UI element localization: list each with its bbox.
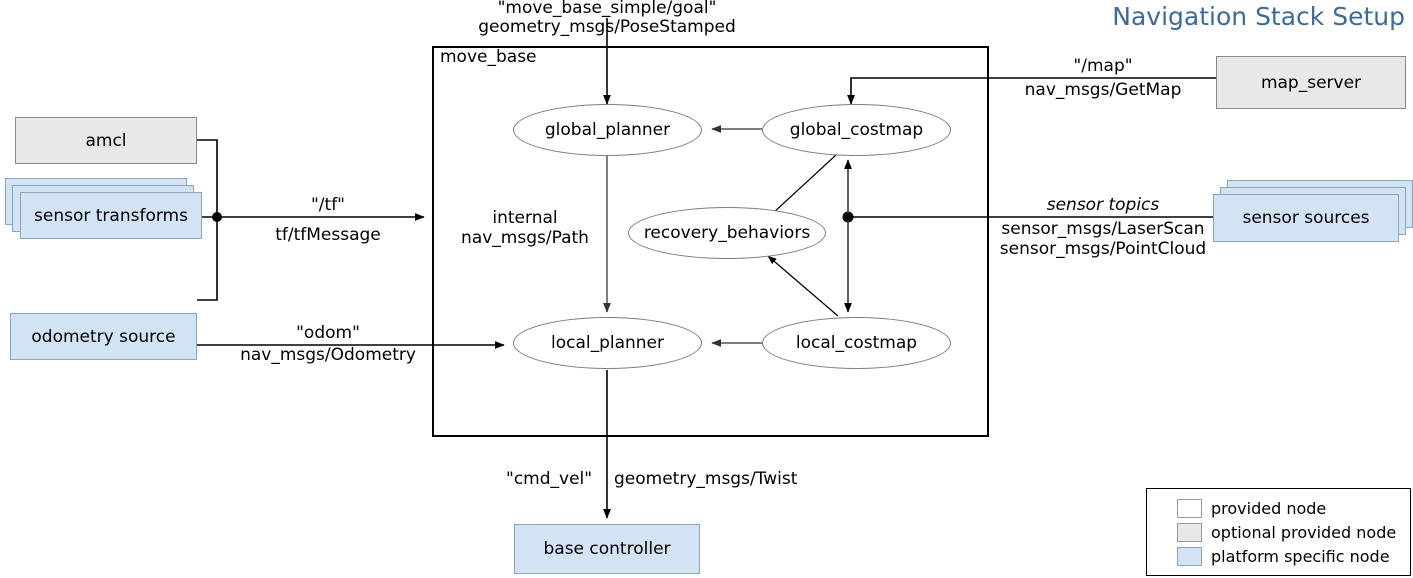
edge-label-odom-topic: "odom" — [296, 323, 360, 343]
edge-label-sensor-type1: sensor_msgs/LaserScan — [1001, 219, 1205, 239]
move-base-container — [432, 46, 989, 437]
node-recovery-behaviors[interactable]: recovery_behaviors — [628, 207, 826, 259]
legend-item-platform: platform specific node — [1177, 547, 1390, 566]
node-global-planner[interactable]: global_planner — [513, 104, 702, 156]
edge-label-internal-type: nav_msgs/Path — [461, 228, 589, 248]
legend-label-optional: optional provided node — [1211, 523, 1397, 542]
edge-label-map-topic: "/map" — [1073, 56, 1133, 76]
legend: provided node optional provided node pla… — [1146, 488, 1411, 576]
node-sensor-transforms[interactable]: sensor transforms — [5, 178, 205, 253]
edge-label-goal-topic: "move_base_simple/goal" — [497, 0, 717, 18]
node-odometry-source[interactable]: odometry source — [10, 313, 197, 360]
legend-swatch-optional — [1177, 523, 1202, 542]
edge-label-sensor-type2: sensor_msgs/PointCloud — [999, 239, 1207, 259]
node-map-server-label: map_server — [1260, 72, 1362, 93]
page-title: Navigation Stack Setup — [1112, 2, 1405, 31]
legend-swatch-provided — [1177, 499, 1202, 518]
stack-card-front: sensor sources — [1213, 194, 1399, 242]
edge-label-internal-topic: internal — [492, 208, 558, 228]
node-map-server[interactable]: map_server — [1216, 56, 1406, 109]
node-sensor-sources-label: sensor sources — [1242, 208, 1370, 228]
edge-label-tf-type: tf/tfMessage — [275, 225, 381, 245]
node-base-controller[interactable]: base controller — [514, 524, 700, 574]
node-base-controller-label: base controller — [543, 539, 671, 559]
node-odometry-source-label: odometry source — [31, 326, 176, 347]
node-local-costmap-label: local_costmap — [795, 333, 918, 353]
legend-item-optional: optional provided node — [1177, 523, 1396, 542]
edge-label-goal-type: geometry_msgs/PoseStamped — [478, 17, 736, 37]
stack-card-front: sensor transforms — [20, 192, 202, 239]
legend-label-provided: provided node — [1211, 499, 1327, 518]
node-amcl[interactable]: amcl — [15, 117, 197, 164]
edge-label-sensor-topic: sensor topics — [1046, 195, 1160, 215]
node-local-planner[interactable]: local_planner — [513, 317, 702, 369]
edge-label-map-type: nav_msgs/GetMap — [1024, 80, 1182, 100]
legend-label-platform: platform specific node — [1211, 547, 1390, 566]
edge-label-cmdvel-topic: "cmd_vel" — [506, 469, 593, 489]
edge-label-odom-type: nav_msgs/Odometry — [240, 345, 416, 365]
edge-label-tf-topic: "/tf" — [310, 195, 346, 215]
node-sensor-transforms-label: sensor transforms — [34, 205, 188, 226]
edge-label-cmdvel-type: geometry_msgs/Twist — [614, 469, 798, 489]
legend-swatch-platform — [1177, 547, 1202, 566]
node-global-planner-label: global_planner — [544, 120, 671, 140]
node-global-costmap-label: global_costmap — [789, 120, 924, 140]
node-local-planner-label: local_planner — [550, 333, 665, 353]
node-recovery-behaviors-label: recovery_behaviors — [643, 223, 811, 243]
legend-item-provided: provided node — [1177, 499, 1326, 518]
node-global-costmap[interactable]: global_costmap — [762, 104, 951, 156]
node-amcl-label: amcl — [85, 130, 127, 151]
node-sensor-sources[interactable]: sensor sources — [1213, 180, 1413, 258]
node-local-costmap[interactable]: local_costmap — [762, 317, 951, 369]
move-base-label: move_base — [440, 47, 537, 67]
